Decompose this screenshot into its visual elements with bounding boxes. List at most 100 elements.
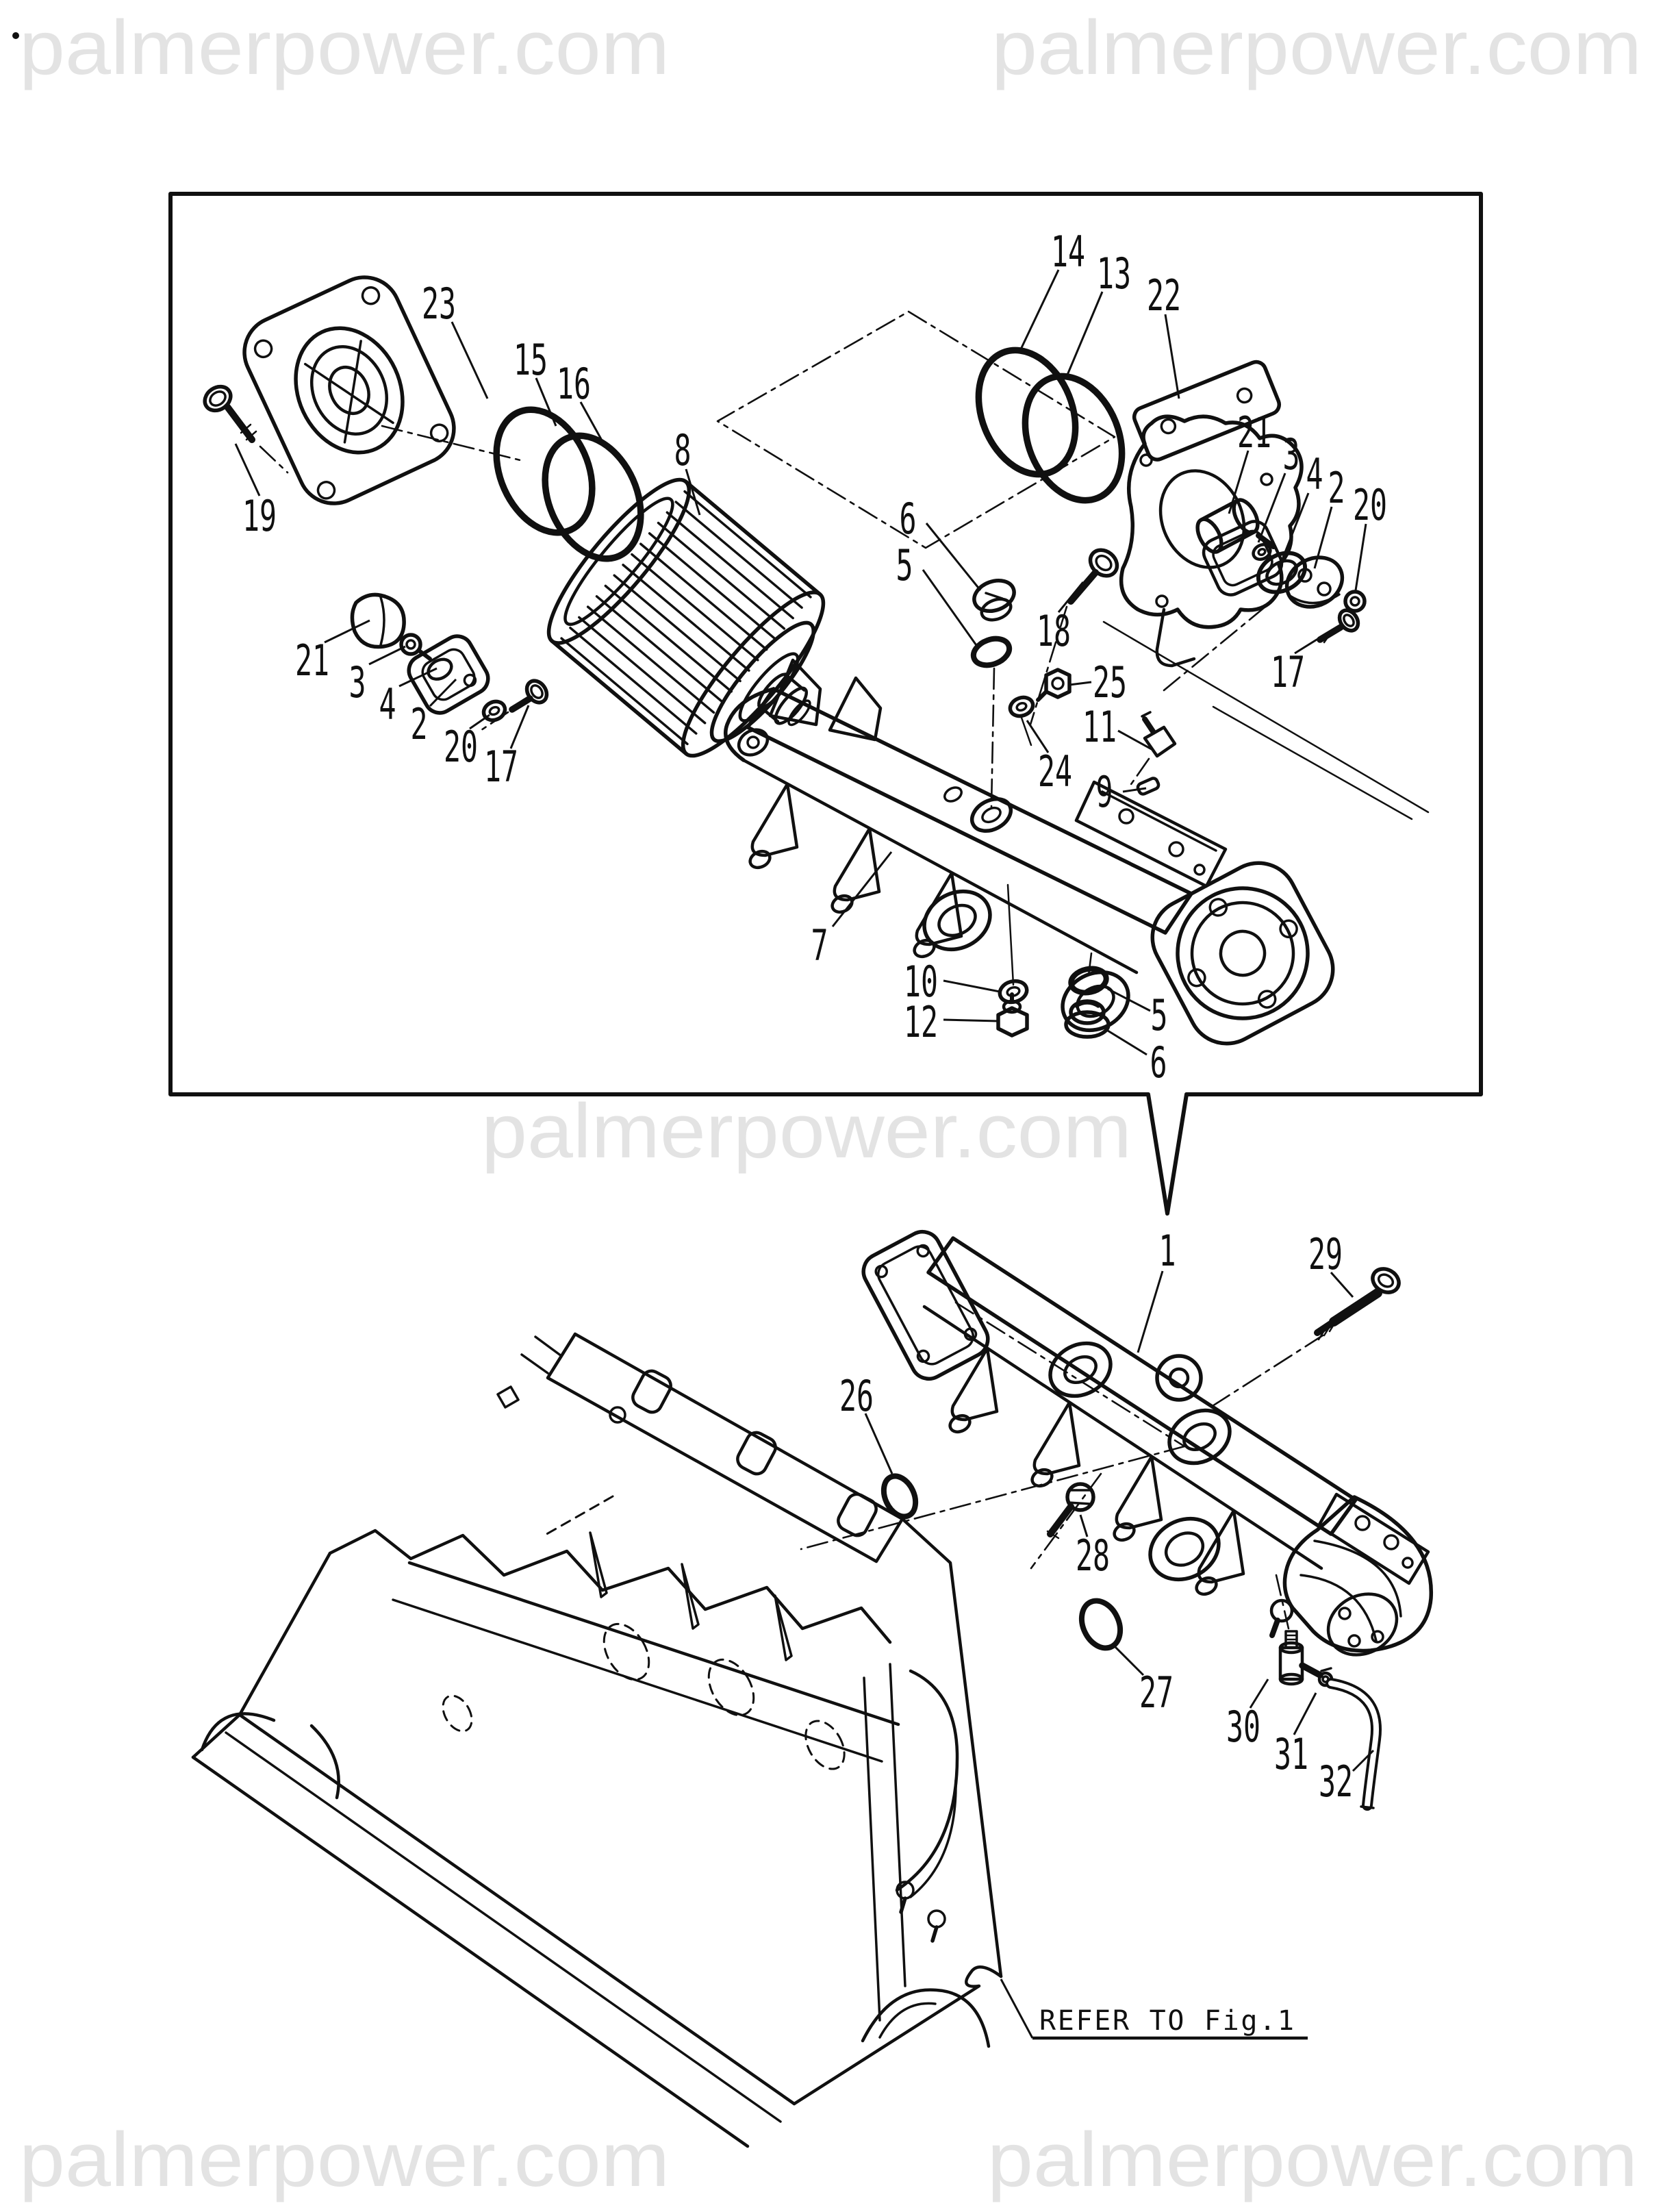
bolt-19 bbox=[203, 384, 257, 443]
plate-4-left bbox=[407, 634, 490, 715]
watermark-top-right: palmerpower.com bbox=[991, 5, 1642, 90]
callout-3: 3 bbox=[1283, 429, 1300, 479]
rear-cover-22 bbox=[1119, 360, 1304, 668]
callout-31-leader bbox=[1293, 1692, 1317, 1735]
callout-26-leader bbox=[864, 1413, 893, 1474]
watermark-bottom-left: palmerpower.com bbox=[19, 2117, 670, 2202]
plug-9 bbox=[1136, 777, 1161, 796]
callout-19-leader bbox=[234, 443, 261, 497]
callout-6-leader bbox=[1107, 1029, 1147, 1056]
bolt-28 bbox=[1030, 1472, 1102, 1570]
callout-22-leader bbox=[1164, 314, 1180, 399]
callout-9: 9 bbox=[1096, 767, 1113, 817]
washer-24 bbox=[1008, 695, 1035, 746]
callout-3-leader bbox=[368, 645, 406, 666]
callout-5: 5 bbox=[896, 540, 913, 590]
callout-32: 32 bbox=[1319, 1757, 1353, 1807]
pump-housing-7 bbox=[723, 658, 1335, 1046]
callout-2: 2 bbox=[411, 699, 428, 749]
callout-29: 29 bbox=[1308, 1229, 1343, 1279]
callout-27: 27 bbox=[1139, 1668, 1174, 1718]
callout-7: 7 bbox=[811, 920, 828, 970]
callout-17-leader bbox=[1294, 633, 1326, 655]
ring-5-top bbox=[970, 636, 1013, 668]
callout-7-leader bbox=[831, 851, 893, 927]
cover-plate-23 bbox=[242, 275, 456, 505]
callout-24-leader bbox=[1026, 720, 1050, 753]
callout-6: 6 bbox=[900, 494, 917, 544]
bolt-17-right bbox=[1317, 608, 1360, 644]
refer-note-leader bbox=[1000, 1978, 1034, 2039]
callout-18-leader bbox=[1057, 581, 1085, 613]
callout-8-leader bbox=[685, 468, 701, 516]
callout-9-leader bbox=[1122, 787, 1147, 793]
callout-27-leader bbox=[1113, 1645, 1145, 1676]
o-ring-16 bbox=[542, 432, 644, 562]
callout-28: 28 bbox=[1076, 1531, 1110, 1581]
bolt-17-left bbox=[478, 679, 549, 733]
callout-13: 13 bbox=[1097, 249, 1131, 299]
callout-28-leader bbox=[1079, 1514, 1089, 1537]
callout-8: 8 bbox=[674, 425, 692, 475]
engine-block bbox=[191, 1332, 1003, 2148]
callout-15: 15 bbox=[513, 335, 548, 385]
callout-17: 17 bbox=[1271, 647, 1305, 697]
washer-3-right bbox=[1252, 543, 1272, 561]
callout-30-leader bbox=[1249, 1679, 1269, 1709]
nut-20-right bbox=[1343, 590, 1367, 613]
section-plane bbox=[716, 310, 1116, 549]
callout-3: 3 bbox=[349, 657, 366, 707]
callout-6-leader bbox=[925, 523, 982, 591]
watermark-bottom-right: palmerpower.com bbox=[987, 2117, 1638, 2202]
callout-2-leader bbox=[1313, 506, 1333, 569]
callout-21: 21 bbox=[295, 636, 329, 686]
valve-30 bbox=[1275, 1574, 1323, 1686]
hose-32 bbox=[1326, 1678, 1382, 1811]
o-ring-14 bbox=[975, 347, 1079, 478]
callout-4-leader bbox=[1279, 492, 1310, 565]
coupling-8 bbox=[546, 477, 826, 758]
o-ring-27 bbox=[1078, 1598, 1124, 1651]
callout-29-leader bbox=[1330, 1272, 1354, 1298]
callout-12: 12 bbox=[904, 997, 938, 1047]
callout-21-leader bbox=[324, 619, 370, 644]
callout-2-leader bbox=[429, 678, 457, 707]
callout-18: 18 bbox=[1037, 606, 1071, 656]
callout-12-leader bbox=[943, 1018, 999, 1022]
plug-6-bottom bbox=[1064, 999, 1111, 1039]
callout-13-leader bbox=[1065, 291, 1104, 379]
callout-20-leader bbox=[1354, 523, 1367, 591]
plug-6-top bbox=[972, 579, 1016, 622]
stray-dot bbox=[12, 32, 19, 39]
callout-24: 24 bbox=[1038, 746, 1072, 796]
callout-11-leader bbox=[1117, 729, 1152, 751]
callout-11: 11 bbox=[1082, 702, 1117, 752]
o-ring-26 bbox=[880, 1473, 919, 1520]
callout-19: 19 bbox=[242, 491, 277, 541]
o-ring-13 bbox=[1022, 373, 1126, 504]
watermark-top-left: palmerpower.com bbox=[19, 5, 670, 90]
callout-10: 10 bbox=[904, 957, 938, 1007]
callout-5-leader bbox=[1107, 988, 1151, 1012]
callout-32-leader bbox=[1352, 1749, 1375, 1772]
callout-26: 26 bbox=[839, 1371, 874, 1421]
watermark-center: palmerpower.com bbox=[481, 1088, 1132, 1174]
watermarks: palmerpower.com palmerpower.com palmerpowe… bbox=[19, 5, 1642, 2202]
callout-14: 14 bbox=[1051, 227, 1085, 277]
callout-16-leader bbox=[579, 401, 607, 447]
callout-25-leader bbox=[1069, 681, 1092, 686]
cap-2-right bbox=[1284, 555, 1345, 609]
callout-30: 30 bbox=[1226, 1702, 1260, 1752]
ring-5-bottom bbox=[1068, 966, 1109, 996]
callout-2: 2 bbox=[1328, 463, 1345, 513]
bolt-29 bbox=[1314, 1267, 1401, 1341]
callout-5-leader bbox=[922, 569, 979, 648]
diagram-art bbox=[168, 192, 1483, 2148]
o-ring-15 bbox=[493, 406, 596, 536]
nut-25 bbox=[1036, 668, 1071, 702]
callout-22: 22 bbox=[1147, 271, 1181, 321]
callout-15-leader bbox=[535, 377, 557, 427]
callout-17-leader bbox=[509, 705, 530, 749]
